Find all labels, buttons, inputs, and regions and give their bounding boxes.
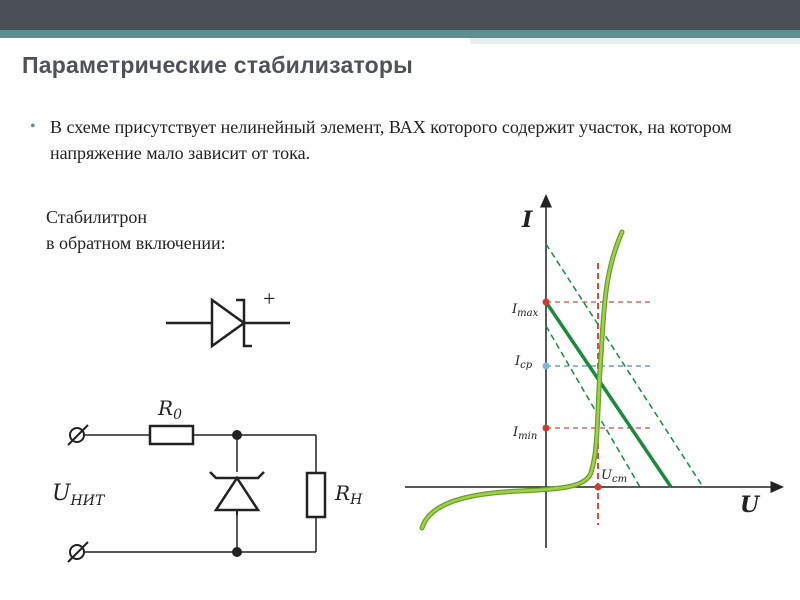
i-max-label: Imax	[511, 302, 539, 319]
i-cp-marker	[542, 362, 550, 370]
zener-symbol-bar	[236, 298, 252, 348]
junction-top	[232, 430, 242, 440]
i-max-marker	[542, 298, 550, 306]
circuit-schematic: R0 RH UНИТ	[52, 396, 363, 563]
circuit-zener	[209, 471, 265, 515]
u-cm-label: Ucm	[601, 468, 627, 485]
resistor-rh-label: RH	[334, 481, 363, 508]
i-cp-label: Icp	[514, 354, 533, 371]
i-min-marker	[542, 424, 550, 432]
iv-graph: I U Imax Icp Imin Ucm	[405, 194, 784, 548]
bullet-icon: •	[30, 118, 36, 135]
device-label-line1: Стабилитрон	[46, 207, 147, 227]
zener-plus-label: +	[263, 286, 275, 311]
axis-u-label: U	[740, 492, 761, 518]
iv-curve-outline	[419, 229, 625, 531]
u-cm-marker	[594, 483, 602, 491]
bullet-list: • В схеме присутствует нелинейный элемен…	[30, 114, 750, 166]
resistor-r0	[148, 424, 195, 446]
zener-symbol-triangle	[210, 297, 247, 349]
resistor-r0-label: R0	[157, 396, 182, 423]
terminal-bottom	[67, 541, 89, 563]
load-line-main	[544, 301, 673, 488]
bullet-text: В схеме присутствует нелинейный элемент,…	[50, 117, 732, 163]
bullet-item: • В схеме присутствует нелинейный элемен…	[30, 114, 750, 166]
load-line-upper	[545, 243, 704, 488]
header-accent-strip	[470, 38, 800, 44]
iv-curve	[420, 230, 624, 530]
i-min-label: Imin	[512, 425, 537, 442]
resistor-rh	[305, 471, 327, 519]
axis-i-label: I	[521, 207, 533, 233]
junction-bottom	[232, 547, 242, 557]
terminal-top	[67, 424, 89, 446]
header-bar	[0, 0, 800, 30]
device-label: Стабилитрон в обратном включении:	[46, 204, 226, 256]
source-voltage-label: UНИТ	[52, 481, 106, 509]
header-accent-bar	[0, 30, 800, 38]
device-label-line2: в обратном включении:	[46, 233, 226, 253]
load-line-lower	[545, 325, 641, 488]
zener-symbol: +	[166, 286, 290, 349]
slide-title: Параметрические стабилизаторы	[22, 52, 413, 78]
